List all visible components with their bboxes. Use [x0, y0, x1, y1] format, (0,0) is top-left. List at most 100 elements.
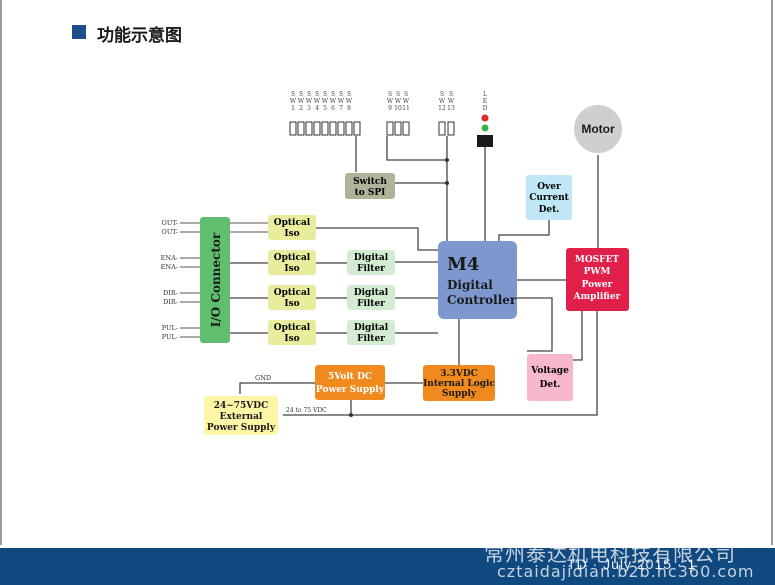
over-current-line1: Over: [537, 182, 561, 192]
signal-out-2: OUT-: [161, 228, 178, 236]
signal-out-1: OUT-: [161, 219, 178, 227]
digital-filter-pul: Digital Filter: [347, 320, 395, 345]
optical-iso-ena-line2: Iso: [284, 264, 299, 274]
signal-dir-2: DIR-: [163, 298, 178, 306]
led-connector: [477, 135, 493, 147]
optical-iso-ena-line1: Optical: [274, 253, 311, 263]
sw-label-s: S: [291, 91, 295, 98]
motor-node: Motor: [572, 103, 624, 155]
sw-label-w: W: [439, 98, 446, 105]
sw-label-number: 9: [388, 105, 392, 112]
sw-label-number: 3: [307, 105, 311, 112]
led-label-e: E: [483, 98, 487, 105]
sw-label-number: 5: [323, 105, 327, 112]
psu-5v-line2: Power Supply: [316, 385, 385, 395]
controller-line1: M4: [447, 254, 479, 275]
psu-3v3-line1: 3.3VDC: [440, 369, 478, 379]
digital-filter-pul-line1: Digital: [354, 323, 389, 333]
over-current-line3: Det.: [539, 205, 560, 215]
footer-meta: TD · July 2015 · 1: [567, 556, 697, 572]
signal-ena-2: ENA-: [161, 263, 178, 271]
sw-label-number: 1: [291, 105, 295, 112]
sw-label-number: 12: [438, 105, 446, 112]
psu-3v3-box: 3.3VDC Internal Logic Supply: [423, 365, 495, 401]
sw-label-s: S: [331, 91, 335, 98]
sw-label-s: S: [307, 91, 311, 98]
controller-line2: Digital: [447, 278, 493, 292]
sw-label-w: W: [322, 98, 329, 105]
voltage-det-box: Voltage Det.: [527, 354, 573, 401]
io-connector-box: I/O Connector: [200, 217, 230, 343]
sw-label-w: W: [346, 98, 353, 105]
footer-bar: [0, 548, 775, 585]
optical-iso-pul: Optical Iso: [268, 320, 316, 345]
mosfet-amplifier-box: MOSFET PWM Power Amplifier: [566, 248, 629, 311]
digital-filter-dir-line1: Digital: [354, 288, 389, 298]
sw-label-number: 7: [339, 105, 343, 112]
over-current-line2: Current: [529, 193, 569, 203]
sw-label-s: S: [347, 91, 351, 98]
page-title: 功能示意图: [97, 26, 182, 46]
optical-iso-out: Optical Iso: [268, 215, 316, 240]
switch-spi-line2: to SPI: [355, 188, 386, 198]
sw-label-number: 11: [402, 105, 410, 112]
slide-frame: [0, 0, 773, 545]
junction-dots: [349, 158, 449, 417]
optical-iso-pul-line2: Iso: [284, 334, 299, 344]
signal-dir-1: DIR-: [163, 289, 178, 297]
sw-label-s: S: [449, 91, 453, 98]
sw-label-s: S: [315, 91, 319, 98]
voltage-det-line2: Det.: [540, 380, 561, 390]
sw-label-s: S: [323, 91, 327, 98]
sw-label-w: W: [290, 98, 297, 105]
m4-controller-box: M4 Digital Controller: [438, 241, 517, 319]
signal-pul-2: PUL-: [162, 333, 178, 341]
digital-filter-pul-line2: Filter: [357, 334, 385, 344]
switch-to-spi-box: Switch to SPI: [345, 173, 395, 199]
led-label-d: D: [483, 105, 488, 112]
dip-switch-icons: [289, 121, 455, 136]
sw-label-number: 10: [394, 105, 402, 112]
watermark-url: cztaidajidian.b2b.hc360.com: [497, 562, 755, 581]
optical-iso-dir-line2: Iso: [284, 299, 299, 309]
sw-label-w: W: [330, 98, 337, 105]
mosfet-line3: Power: [582, 280, 613, 290]
psu-5v-box: 5Volt DC Power Supply: [315, 365, 385, 400]
digital-filter-boxes: Digital Filter Digital Filter Digital Fi…: [347, 250, 395, 345]
switch-spi-line1: Switch: [353, 177, 387, 187]
over-current-box: Over Current Det.: [526, 175, 572, 220]
digital-filter-ena-line1: Digital: [354, 253, 389, 263]
sw-label-number: 13: [447, 105, 455, 112]
sw-label-s: S: [440, 91, 444, 98]
function-diagram: SW1SW2SW3SW4SW5SW6SW7SW8SW9SW10SW11SW12S…: [161, 91, 629, 435]
wires: [230, 136, 599, 416]
optical-iso-ena: Optical Iso: [268, 250, 316, 275]
sw-label-number: 6: [331, 105, 335, 112]
controller-line3: Controller: [447, 293, 517, 307]
sw-label-number: 8: [347, 105, 351, 112]
digital-filter-ena-line2: Filter: [357, 264, 385, 274]
sw-label-w: W: [314, 98, 321, 105]
ext-power-line2: External: [220, 412, 263, 422]
sw-label-number: 2: [299, 105, 303, 112]
sw-label-w: W: [298, 98, 305, 105]
signal-lines: [180, 222, 268, 338]
optical-iso-out-line2: Iso: [284, 229, 299, 239]
sw-label-w: W: [448, 98, 455, 105]
psu-3v3-line2: Internal Logic: [423, 379, 495, 389]
mosfet-line4: Amplifier: [573, 292, 621, 302]
sw-label-s: S: [388, 91, 392, 98]
io-connector-label: I/O Connector: [209, 232, 223, 327]
signal-pul-1: PUL-: [162, 324, 178, 332]
signal-ena-1: ENA-: [161, 254, 178, 262]
digital-filter-dir-line2: Filter: [357, 299, 385, 309]
led-red: [481, 114, 489, 122]
optical-iso-dir: Optical Iso: [268, 285, 316, 310]
ext-power-line3: Power Supply: [207, 423, 276, 433]
optical-iso-boxes: Optical Iso Optical Iso Optical Iso Opti…: [268, 215, 316, 345]
psu-3v3-line3: Supply: [442, 389, 477, 399]
sw-label-w: W: [395, 98, 402, 105]
sw-label-w: W: [387, 98, 394, 105]
led-green: [481, 124, 489, 132]
mosfet-line1: MOSFET: [575, 255, 620, 265]
